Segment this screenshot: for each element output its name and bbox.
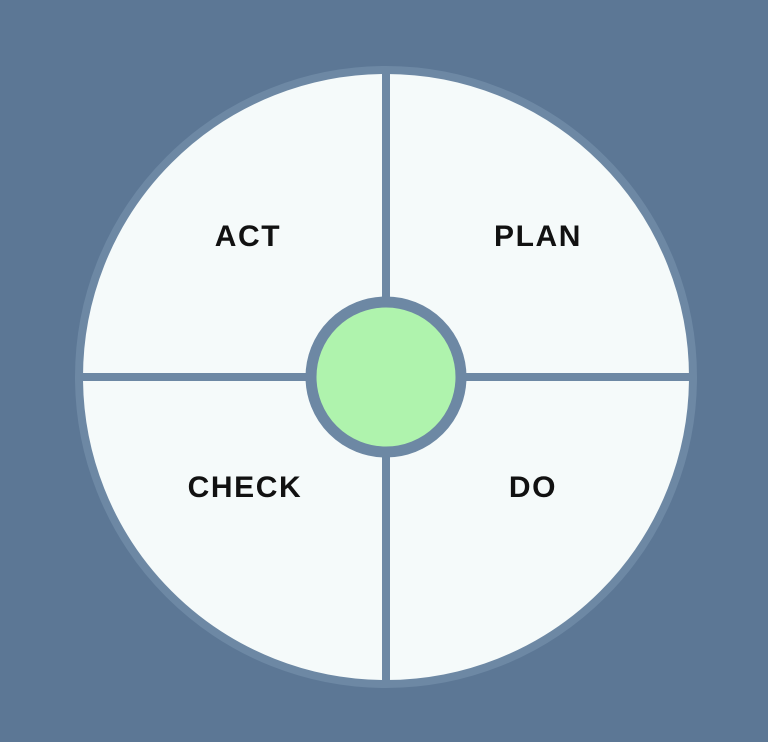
quadrant-label-check: CHECK [188,471,303,504]
quadrant-label-plan: PLAN [494,220,582,253]
quadrant-label-act: ACT [215,220,281,253]
quadrant-label-do: DO [509,471,557,504]
center-hub-circle[interactable] [305,296,467,458]
